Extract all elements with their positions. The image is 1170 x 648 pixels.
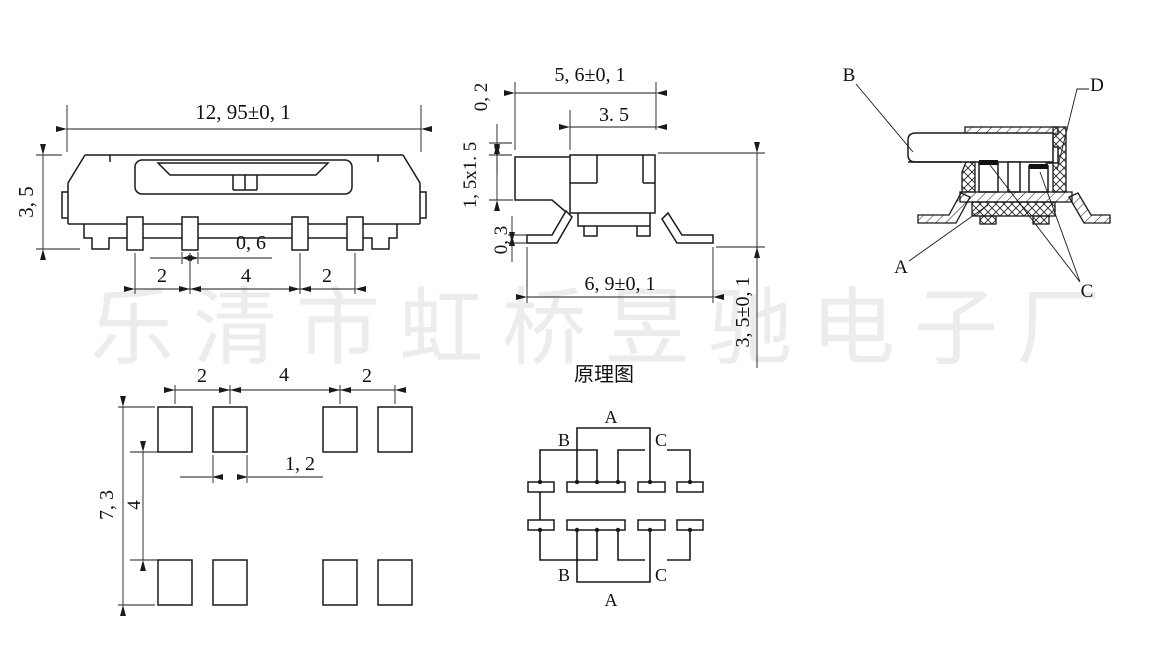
- land-pitch-right-dim: 2: [362, 365, 372, 387]
- front-height-dim: 3, 5: [14, 186, 38, 218]
- factory-watermark: 乐清市虹桥昱驰电子厂: [90, 279, 1121, 377]
- section-label-c: C: [1081, 281, 1094, 302]
- land-pitch-center-dim: 4: [279, 364, 289, 386]
- section-label-b: B: [843, 65, 856, 86]
- land-pattern: 2 4 2 1, 2 7, 3 4: [96, 364, 413, 616]
- front-pitch-left-dim: 2: [157, 265, 167, 287]
- land-row-span-dim: 7, 3: [96, 490, 118, 520]
- schematic: 原理图: [527, 364, 704, 610]
- button-slab: [907, 132, 1054, 163]
- side-bottom-width-dim: 6, 9±0, 1: [585, 273, 656, 295]
- schematic-label-bottom-b: B: [558, 565, 570, 585]
- front-pin-width-dim: 0, 6: [236, 232, 266, 254]
- front-view: 12, 95±0, 1 3, 5 0, 6 2 4 2: [14, 100, 432, 294]
- land-pad-width-dim: 1, 2: [285, 453, 315, 475]
- section-label-d: D: [1090, 75, 1104, 96]
- base-plate-hatched: [959, 191, 1073, 203]
- right-lead-hatched: [1068, 192, 1111, 224]
- front-width-dim: 12, 95±0, 1: [195, 100, 291, 124]
- land-row-gap-dim: 4: [124, 500, 145, 510]
- schematic-label-bottom-c: C: [655, 565, 667, 585]
- front-view-pins: [126, 216, 364, 251]
- schematic-title: 原理图: [574, 364, 634, 386]
- schematic-label-bottom-a: A: [605, 590, 618, 610]
- schematic-label-top-a: A: [605, 407, 618, 427]
- contacts: [978, 160, 1049, 193]
- side-view: 5, 6±0, 1 3. 5 0, 2 1, 5x1. 5 0, 3 6, 9±…: [460, 64, 765, 368]
- side-body-width-dim: 3. 5: [599, 104, 629, 126]
- side-lead-thickness-dim: 0, 3: [491, 226, 512, 255]
- side-top-width-dim: 5, 6±0, 1: [555, 64, 626, 86]
- section-view: B D A C: [843, 65, 1111, 302]
- base-block-hatched: [971, 201, 1056, 217]
- front-pitch-center-dim: 4: [241, 265, 251, 287]
- side-stem-dim: 1, 5x1. 5: [460, 142, 481, 209]
- junction-dots: [537, 479, 693, 533]
- solder-pads: [157, 406, 413, 606]
- schematic-label-top-c: C: [655, 430, 667, 450]
- side-height-dim: 3, 5±0, 1: [732, 277, 754, 348]
- section-label-a: A: [894, 257, 908, 278]
- front-pitch-right-dim: 2: [322, 265, 332, 287]
- left-lead-hatched: [917, 192, 971, 224]
- schematic-bars: [527, 481, 704, 531]
- land-pitch-left-dim: 2: [197, 365, 207, 387]
- side-top-step-dim: 0, 2: [471, 83, 492, 112]
- schematic-label-top-b: B: [558, 430, 570, 450]
